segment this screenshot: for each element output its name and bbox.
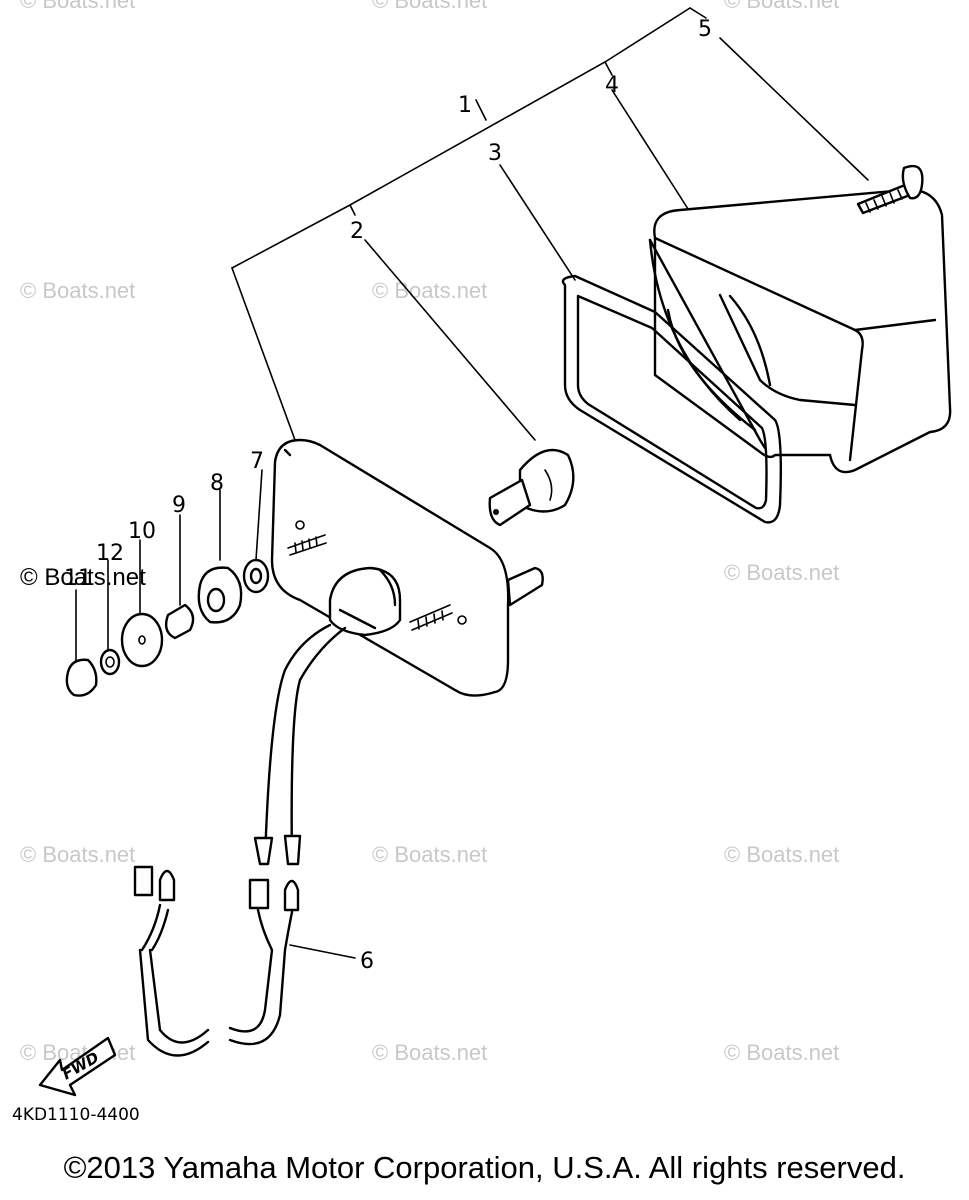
callout-1: 1 — [458, 93, 472, 118]
bulb — [488, 448, 575, 527]
watermark: © Boats.net — [20, 842, 135, 867]
watermark: © Boats.net — [372, 1040, 487, 1065]
base-plate — [270, 438, 544, 697]
watermark: © Boats.net — [20, 278, 135, 303]
callout-6: 6 — [360, 949, 374, 974]
screw — [856, 164, 924, 215]
copyright-notice: ©2013 Yamaha Motor Corporation, U.S.A. A… — [63, 1150, 906, 1185]
callout-3: 3 — [488, 141, 502, 166]
callout-10: 10 — [128, 519, 156, 544]
callout-12: 12 — [96, 541, 124, 566]
callout-11: 11 — [64, 566, 92, 591]
watermark: © Boats.net — [20, 0, 135, 13]
callout-9: 9 — [172, 493, 186, 518]
lens-housing — [648, 188, 952, 474]
callout-4: 4 — [605, 73, 619, 98]
callout-labels: 1 2 3 4 5 6 7 8 9 10 11 12 — [64, 17, 712, 974]
diagram-code: 4KD1110-4400 — [12, 1105, 140, 1125]
watermark: © Boats.net — [724, 842, 839, 867]
watermark: © Boats.net — [372, 0, 487, 13]
leader-lines — [75, 7, 869, 959]
callout-8: 8 — [210, 471, 224, 496]
callout-5: 5 — [698, 17, 712, 42]
gasket — [561, 274, 783, 524]
wire-harness — [133, 623, 347, 1057]
watermark: © Boats.net — [20, 564, 146, 591]
watermark: © Boats.net — [372, 278, 487, 303]
watermark: © Boats.net — [372, 842, 487, 867]
watermark: © Boats.net — [724, 0, 839, 13]
callout-7: 7 — [250, 449, 264, 474]
watermark: © Boats.net — [724, 560, 839, 585]
callout-2: 2 — [350, 219, 364, 244]
small-parts — [65, 558, 270, 697]
watermark: © Boats.net — [724, 1040, 839, 1065]
